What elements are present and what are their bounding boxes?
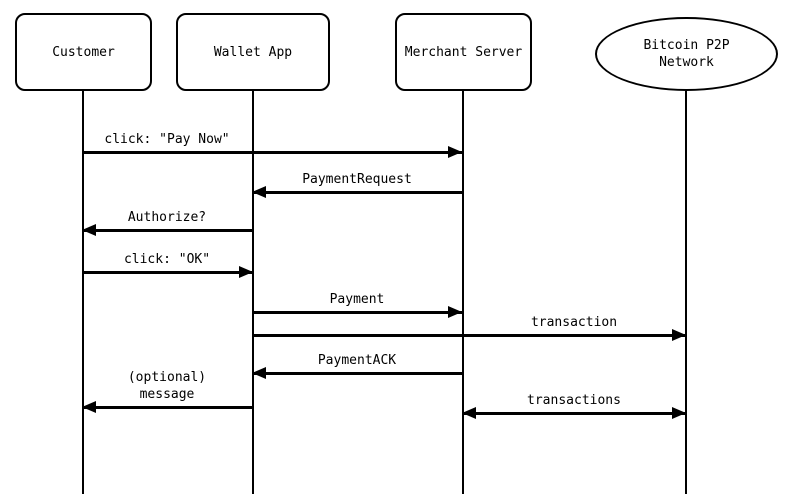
arrowhead-left-icon — [252, 186, 266, 198]
message-label-authorize: Authorize? — [127, 210, 207, 225]
message-arrow-payment-request — [253, 191, 462, 194]
arrowhead-left-icon — [82, 401, 96, 413]
message-arrow-transactions — [462, 412, 686, 415]
message-arrow-payment-ack — [253, 372, 462, 375]
arrowhead-left-icon — [462, 407, 476, 419]
arrowhead-right-icon — [448, 306, 462, 318]
arrowhead-left-icon — [82, 224, 96, 236]
message-arrow-optional-message — [83, 406, 253, 409]
lifeline-merchant-server — [462, 91, 464, 494]
message-label-transaction: transaction — [530, 315, 618, 330]
message-label-optional-message-line2: message — [139, 387, 195, 402]
arrowhead-right-icon — [239, 266, 253, 278]
lifeline-wallet-app — [252, 91, 254, 494]
participant-merchant-server-label: Merchant Server — [404, 44, 523, 60]
participant-bitcoin-p2p-network: Bitcoin P2P Network — [595, 17, 778, 91]
participant-bitcoin-p2p-network-label-line2: Network — [659, 55, 714, 70]
lifeline-bitcoin-p2p-network — [685, 91, 687, 494]
message-arrow-payment — [253, 311, 462, 314]
lifeline-customer — [82, 91, 84, 494]
message-arrow-transaction — [253, 334, 686, 337]
arrowhead-right-icon — [672, 329, 686, 341]
message-label-optional-message: (optional) message — [57, 369, 277, 403]
message-label-click-ok: click: "OK" — [123, 252, 211, 267]
participant-wallet-app: Wallet App — [176, 13, 330, 91]
arrowhead-left-icon — [252, 367, 266, 379]
arrowhead-right-icon — [672, 407, 686, 419]
participant-bitcoin-p2p-network-label-line1: Bitcoin P2P — [643, 38, 730, 53]
message-label-payment: Payment — [329, 292, 385, 307]
participant-customer: Customer — [15, 13, 152, 91]
message-arrow-click-ok — [83, 271, 253, 274]
participant-merchant-server: Merchant Server — [395, 13, 532, 91]
participant-wallet-app-label: Wallet App — [213, 44, 293, 60]
participant-customer-label: Customer — [52, 44, 115, 60]
message-label-transactions: transactions — [527, 393, 621, 408]
message-label-click-pay-now: click: "Pay Now" — [104, 132, 230, 147]
message-label-optional-message-line1: (optional) — [127, 370, 207, 385]
message-arrow-authorize — [83, 229, 253, 232]
message-label-payment-request: PaymentRequest — [302, 172, 412, 187]
arrowhead-right-icon — [448, 146, 462, 158]
message-label-payment-ack: PaymentACK — [317, 353, 397, 368]
message-arrow-click-pay-now — [83, 151, 462, 154]
